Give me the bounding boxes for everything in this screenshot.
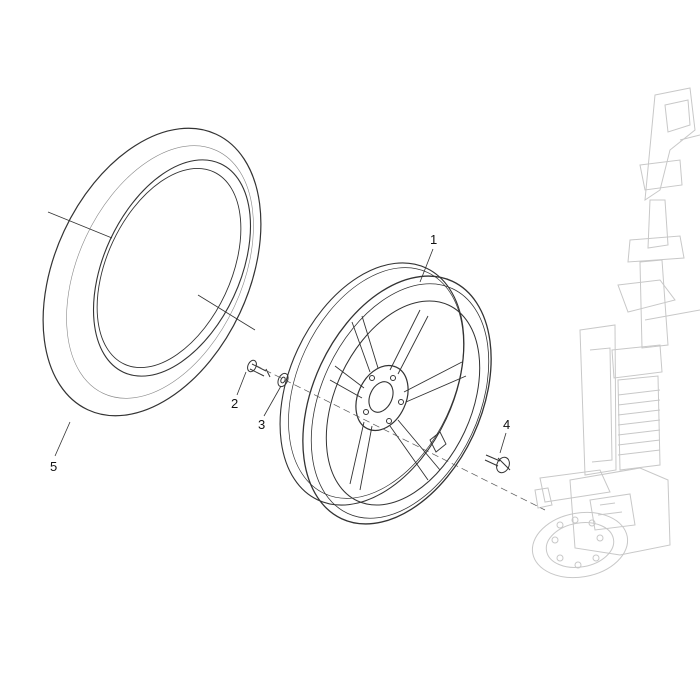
leader-line-3 (263, 385, 282, 417)
fork-assembly-background (531, 87, 700, 579)
leader-line-4 (499, 432, 507, 454)
callout-5: 5 (50, 459, 58, 474)
callout-1: 1 (430, 232, 438, 247)
axle-centerline (254, 364, 546, 511)
callout-4: 4 (503, 417, 511, 432)
leader-line-5 (54, 421, 71, 457)
tyre-part-5 (42, 127, 262, 417)
leader-line-1 (419, 248, 434, 283)
screw-part-4 (484, 454, 511, 474)
leader-lines (54, 248, 507, 457)
callout-3: 3 (258, 417, 266, 432)
screw-part-2 (247, 359, 271, 378)
wheel-rim-part-1 (279, 262, 492, 525)
leader-line-2 (236, 371, 247, 396)
washer-part-3 (277, 372, 289, 388)
callout-2: 2 (231, 396, 239, 411)
